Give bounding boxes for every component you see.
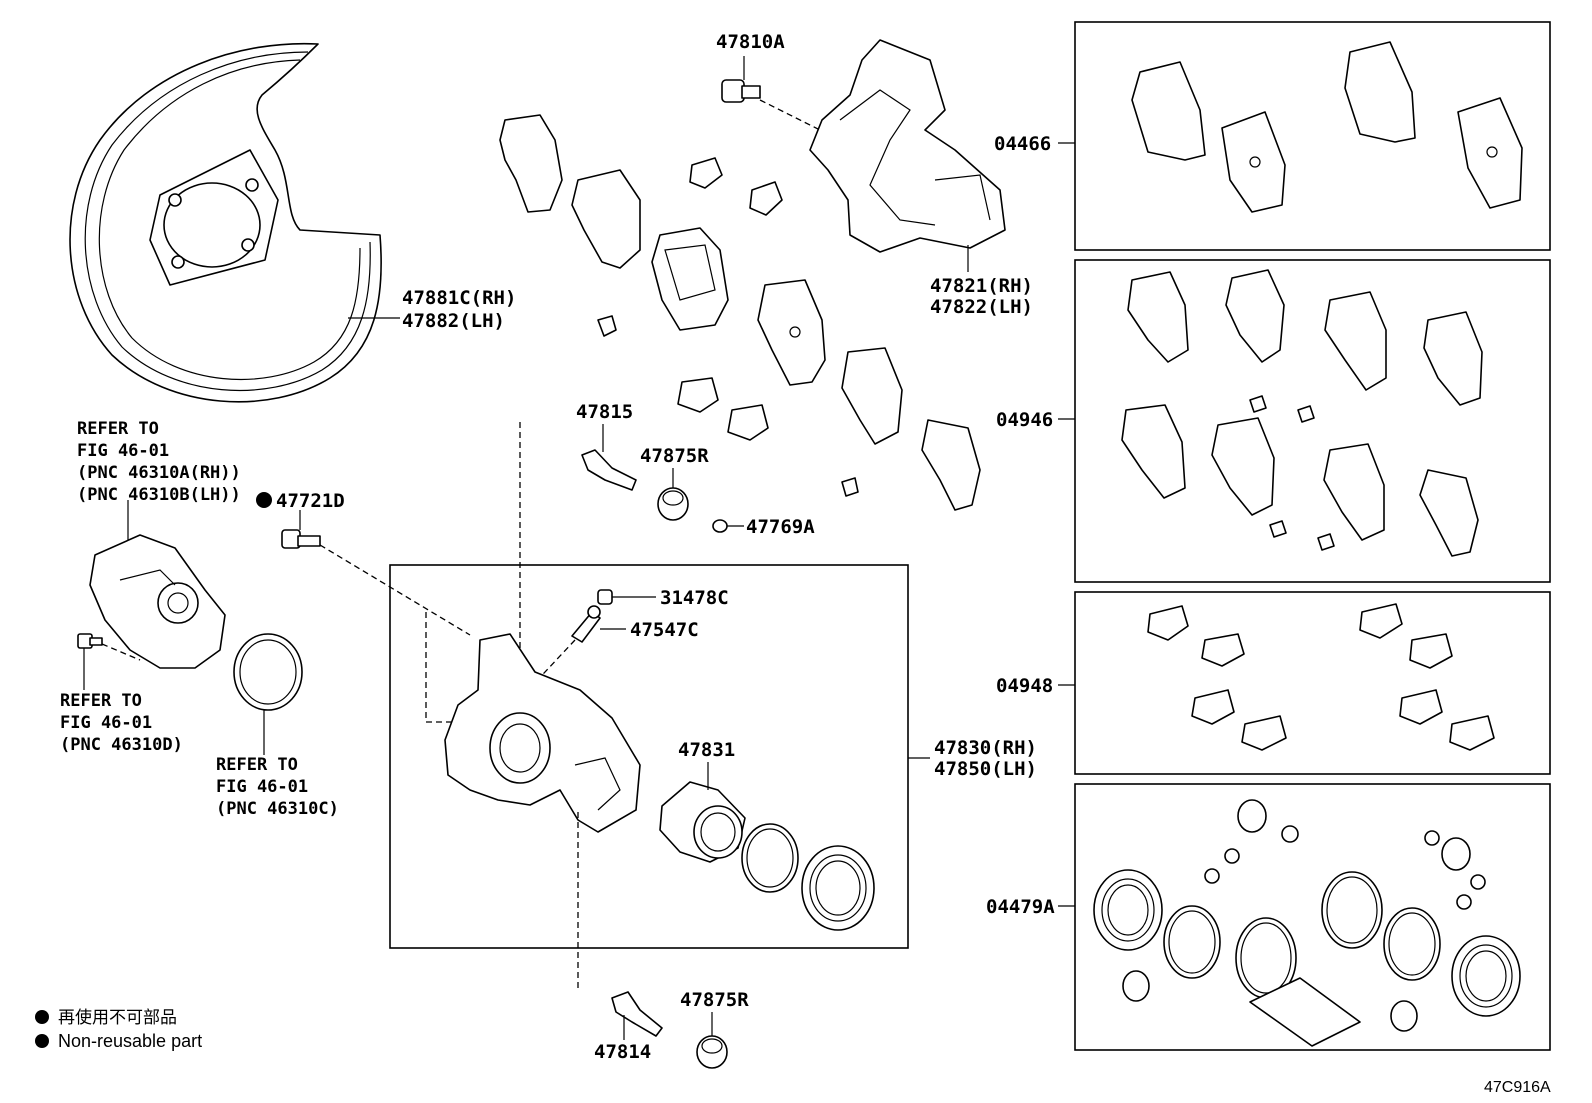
kit-04466-pads[interactable] <box>1131 41 1523 213</box>
label-04948: 04948 <box>996 675 1053 697</box>
legend: 再使用不可部品 Non-reusable part <box>35 1007 202 1051</box>
caliper-mounting-bracket[interactable] <box>809 39 1006 272</box>
svg-text:FIG 46-01: FIG 46-01 <box>60 713 152 733</box>
piston-seal[interactable] <box>741 823 799 893</box>
kit-box-04479a <box>1074 783 1551 1051</box>
dust-shield[interactable] <box>69 42 382 403</box>
refer-to-block-2: REFER TO FIG 46-01 (PNC 46310D) <box>60 691 183 755</box>
refer-to-block-1: REFER TO FIG 46-01 (PNC 46310A(RH)) (PNC… <box>77 419 241 505</box>
pad-wear-indicator-a[interactable] <box>597 315 617 337</box>
label-47822lh: 47822(LH) <box>930 296 1033 318</box>
label-47810a: 47810A <box>716 31 785 53</box>
piston-47831[interactable] <box>659 762 746 863</box>
svg-text:REFER TO: REFER TO <box>216 755 298 775</box>
label-04946: 04946 <box>996 409 1053 431</box>
svg-text:FIG 46-01: FIG 46-01 <box>216 777 308 797</box>
anti-squeal-shim-d[interactable] <box>921 419 981 511</box>
legend-jp: 再使用不可部品 <box>58 1007 177 1027</box>
label-47875r-bottom: 47875R <box>680 989 749 1011</box>
label-04479a: 04479A <box>986 896 1055 918</box>
svg-text:FIG 46-01: FIG 46-01 <box>77 441 169 461</box>
label-47875r-top: 47875R <box>640 445 709 467</box>
actuator-bolt[interactable] <box>77 633 141 690</box>
guide-pin-47815[interactable] <box>581 424 637 491</box>
label-47814: 47814 <box>594 1041 651 1063</box>
label-47769a: 47769A <box>746 516 815 538</box>
boot-47875r-bottom[interactable] <box>696 1012 728 1069</box>
parking-brake-actuator[interactable] <box>89 500 226 669</box>
caliper-assembly-box <box>389 564 909 949</box>
pad-clip-a[interactable] <box>689 157 783 216</box>
bleeder-cap-31478c[interactable] <box>597 589 656 605</box>
cylinder-boot[interactable] <box>801 845 875 931</box>
kit-box-04946 <box>1074 259 1551 583</box>
svg-text:(PNC 46310D): (PNC 46310D) <box>60 735 183 755</box>
non-reusable-mark <box>256 492 272 508</box>
clip-47769a[interactable] <box>712 519 744 533</box>
kit-box-04466 <box>1074 21 1551 251</box>
pad-clip-b[interactable] <box>677 377 769 441</box>
label-47821rh: 47821(RH) <box>930 275 1033 297</box>
pad-wear-indicator-b[interactable] <box>841 477 859 497</box>
svg-text:(PNC 46310B(LH)): (PNC 46310B(LH)) <box>77 485 241 505</box>
label-47815: 47815 <box>576 401 633 423</box>
anti-squeal-shim-c[interactable] <box>841 347 903 445</box>
label-47831: 47831 <box>678 739 735 761</box>
caliper-body[interactable] <box>444 633 641 833</box>
kit-04479a-seals[interactable] <box>1093 799 1521 1047</box>
anti-squeal-shim-b[interactable] <box>571 169 641 269</box>
label-47850lh: 47850(LH) <box>934 758 1037 780</box>
figure-code: 47C916A <box>1484 1079 1551 1096</box>
kit-04946-shims[interactable] <box>1121 269 1483 557</box>
guide-pin-47814[interactable] <box>611 991 663 1040</box>
bolt-47721d[interactable] <box>281 510 471 636</box>
label-47721d: 47721D <box>276 490 345 512</box>
legend-en: Non-reusable part <box>58 1031 202 1051</box>
svg-text:(PNC 46310C): (PNC 46310C) <box>216 799 339 819</box>
svg-text:REFER TO: REFER TO <box>60 691 142 711</box>
kit-04948-clips[interactable] <box>1147 603 1495 751</box>
label-31478c: 31478C <box>660 587 729 609</box>
svg-text:REFER TO: REFER TO <box>77 419 159 439</box>
actuator-o-ring[interactable] <box>233 633 303 755</box>
label-04466: 04466 <box>994 133 1051 155</box>
svg-text:(PNC 46310A(RH)): (PNC 46310A(RH)) <box>77 463 241 483</box>
bolt-47810a[interactable] <box>721 56 821 131</box>
label-47882: 47882(LH) <box>402 310 505 332</box>
refer-to-block-3: REFER TO FIG 46-01 (PNC 46310C) <box>216 755 339 819</box>
brake-pad-a[interactable] <box>651 227 729 331</box>
boot-47875r-top[interactable] <box>657 468 689 521</box>
brake-pad-b[interactable] <box>757 279 826 386</box>
label-47547c: 47547C <box>630 619 699 641</box>
label-47881c: 47881C(RH) <box>402 287 516 309</box>
kit-box-04948 <box>1074 591 1551 775</box>
bleeder-plug-47547c[interactable] <box>529 605 626 689</box>
anti-squeal-shim-a[interactable] <box>499 114 563 213</box>
label-47830rh: 47830(RH) <box>934 737 1037 759</box>
